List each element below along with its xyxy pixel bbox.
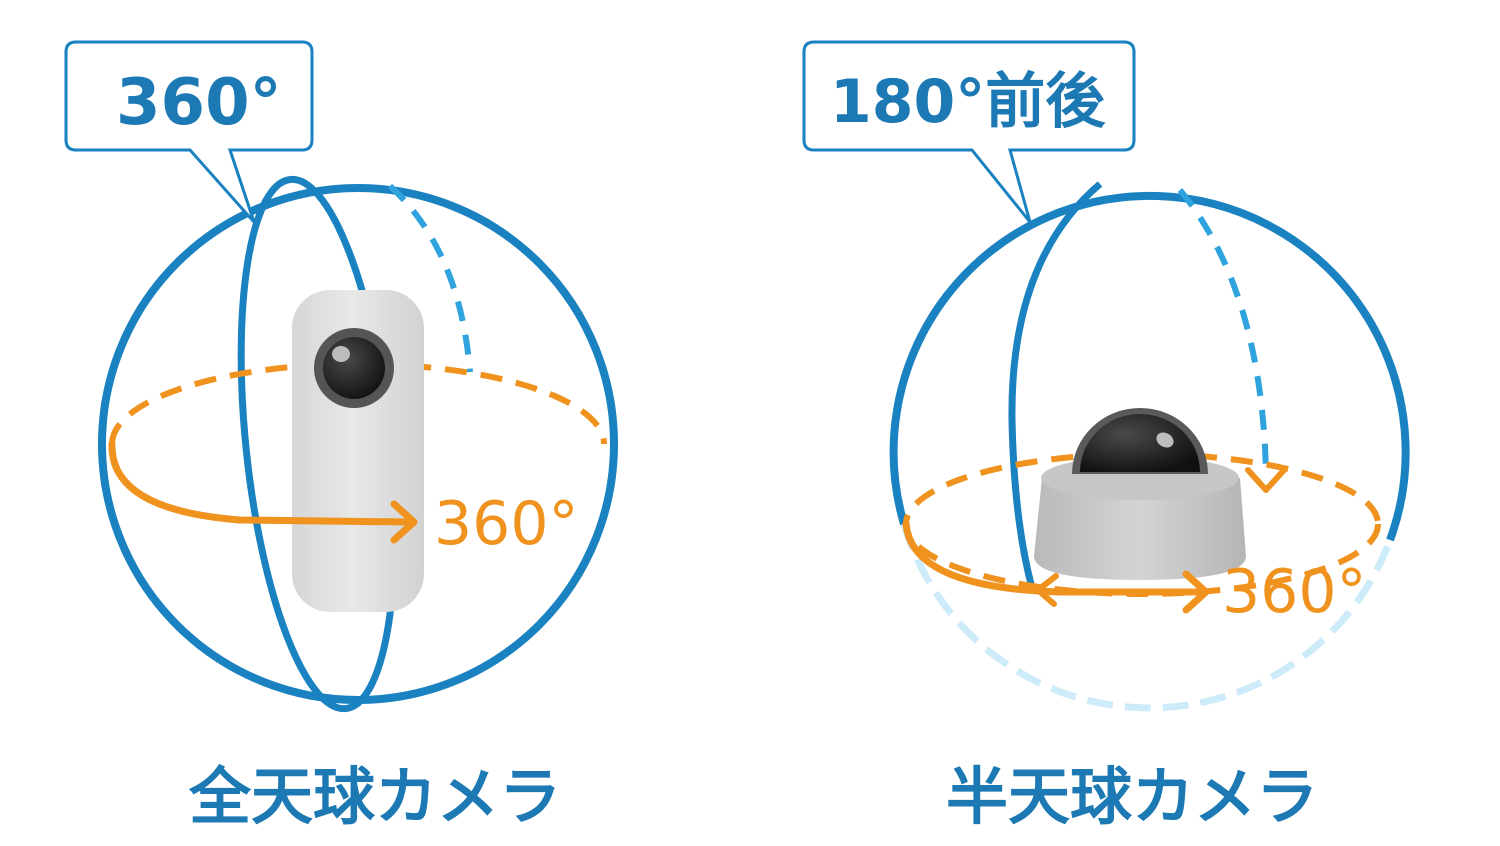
panel-full-sphere: 360° 360° 全天球カメラ [64,40,618,833]
tubular-360-camera-icon [292,290,424,612]
sphere-outline [889,191,1410,542]
caption-full-sphere-camera: 全天球カメラ [188,760,561,833]
caption-half-sphere-camera: 半天球カメラ [946,760,1318,833]
vertical-angle-dashed-arc [1177,188,1269,475]
vertical-arrow-head [1245,467,1287,493]
angle-callout: 360° [64,40,314,223]
horizontal-rotation-arrow [108,440,412,526]
rotation-angle-label: 360° [434,489,579,559]
vertical-angle-dashed-arc [387,183,473,373]
arrow-head [390,500,418,544]
callout-angle-label: 180°前後 [830,67,1106,137]
panel-half-sphere: 360° 180°前後 半天球カメラ [802,40,1410,833]
sphere-lower-faint [900,523,1394,712]
sphere-meridian [1008,181,1103,589]
callout-angle-label: 360° [116,66,282,140]
arrow-head [1182,570,1210,614]
angle-callout: 180°前後 [802,40,1136,223]
arrow-head-left [1035,573,1059,607]
dome-camera-icon [1034,408,1246,580]
rotation-angle-label: 360° [1222,557,1367,627]
